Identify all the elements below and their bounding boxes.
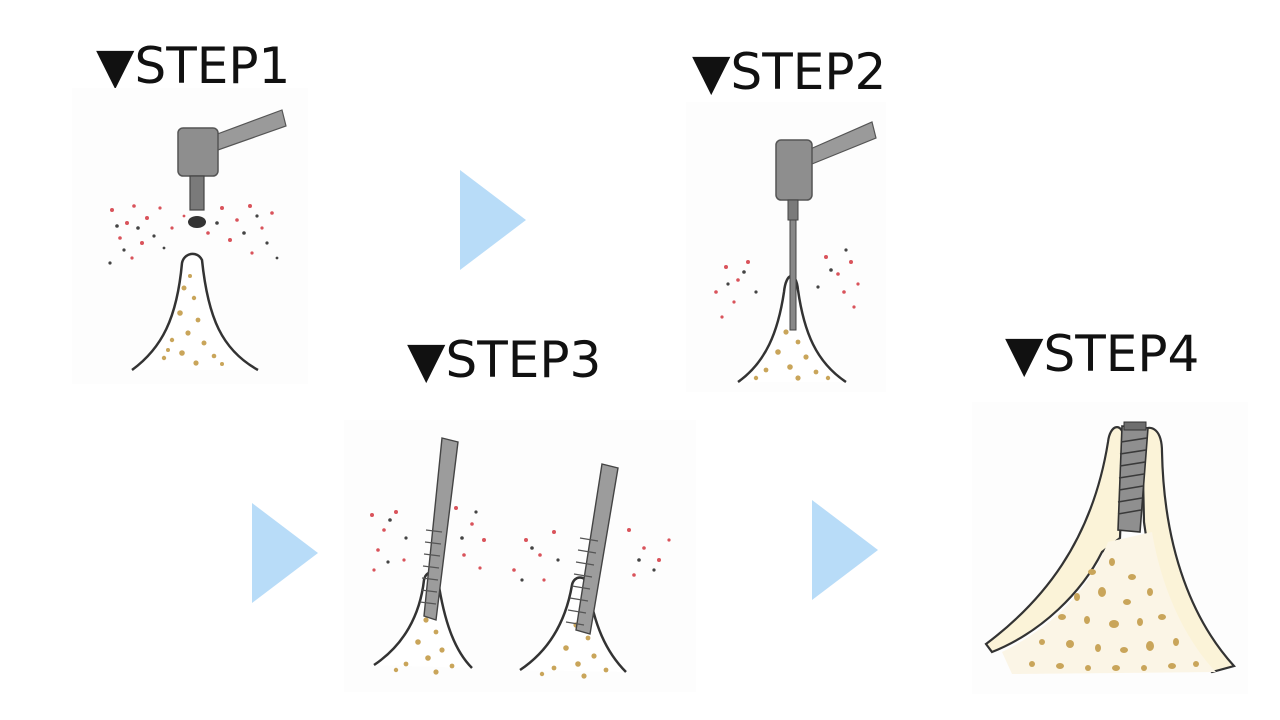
- tap-drill-icon: [420, 438, 458, 620]
- bone-outline: [374, 573, 472, 669]
- step4-illustration: [972, 402, 1248, 694]
- step3-illustration: [344, 420, 696, 692]
- particle-spray: [110, 204, 274, 260]
- next-step-arrow-1: [460, 170, 526, 270]
- step3-label: ▼STEP3: [407, 332, 601, 388]
- triangle-right-icon: [812, 500, 878, 600]
- bone-outline: [520, 578, 626, 673]
- step1-illustration: [72, 88, 308, 384]
- dental-drill-icon: [776, 122, 876, 330]
- step1-label: ▼STEP1: [96, 38, 290, 94]
- next-step-arrow-3: [812, 500, 878, 600]
- triangle-right-icon: [460, 170, 526, 270]
- next-step-arrow-2: [252, 503, 318, 603]
- step4-label: ▼STEP4: [1005, 326, 1199, 382]
- dental-drill-icon: [178, 110, 286, 228]
- step2-illustration: [686, 102, 886, 392]
- bone-outline: [132, 254, 258, 370]
- triangle-right-icon: [252, 503, 318, 603]
- step2-label: ▼STEP2: [692, 44, 886, 100]
